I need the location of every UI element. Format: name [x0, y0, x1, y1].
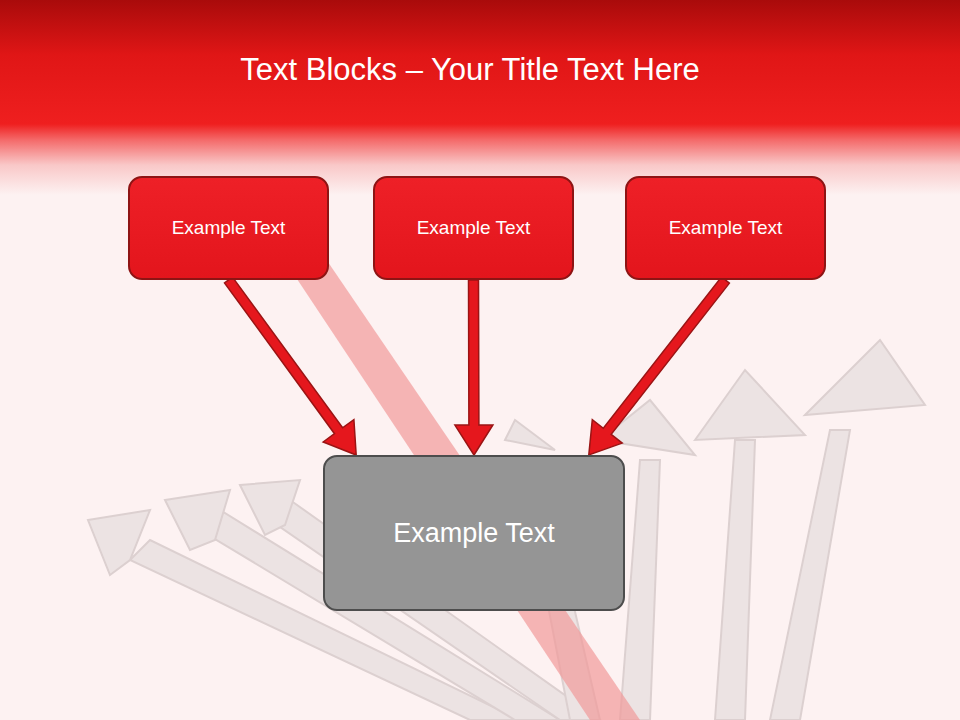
box-text: Example Text: [172, 217, 286, 239]
box-text: Example Text: [417, 217, 531, 239]
box-text: Example Text: [393, 518, 555, 549]
source-box: Example Text: [625, 176, 826, 280]
title-band: [0, 0, 960, 200]
block-arrow: [455, 280, 493, 455]
grey-arrows: [88, 340, 925, 720]
block-arrow: [589, 277, 730, 455]
title: Text Blocks – Your Title Text Here: [0, 52, 940, 88]
source-box: Example Text: [373, 176, 574, 280]
block-arrow: [225, 277, 357, 455]
source-box: Example Text: [128, 176, 329, 280]
box-text: Example Text: [669, 217, 783, 239]
target-box: Example Text: [323, 455, 625, 611]
